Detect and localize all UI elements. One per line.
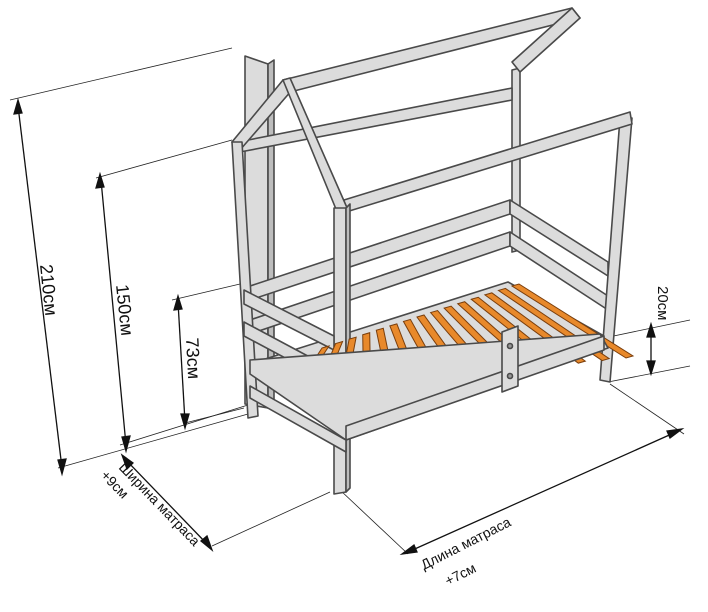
label-height-rail: 20см (654, 286, 671, 321)
front-left-post (231, 141, 259, 419)
dimension-guides (9, 47, 691, 555)
label-height-roof: 150см (112, 283, 137, 336)
label-length-line2: +7см (442, 560, 478, 589)
bed-front (249, 325, 609, 453)
label-width-line1: Ширина матраса (116, 459, 204, 549)
front-roof-slope-right (282, 77, 349, 215)
label-height-side: 73см (182, 337, 204, 379)
safety-board-post (501, 325, 519, 393)
label-height-total: 210см (36, 263, 61, 316)
dimension-arrows (13, 97, 685, 555)
